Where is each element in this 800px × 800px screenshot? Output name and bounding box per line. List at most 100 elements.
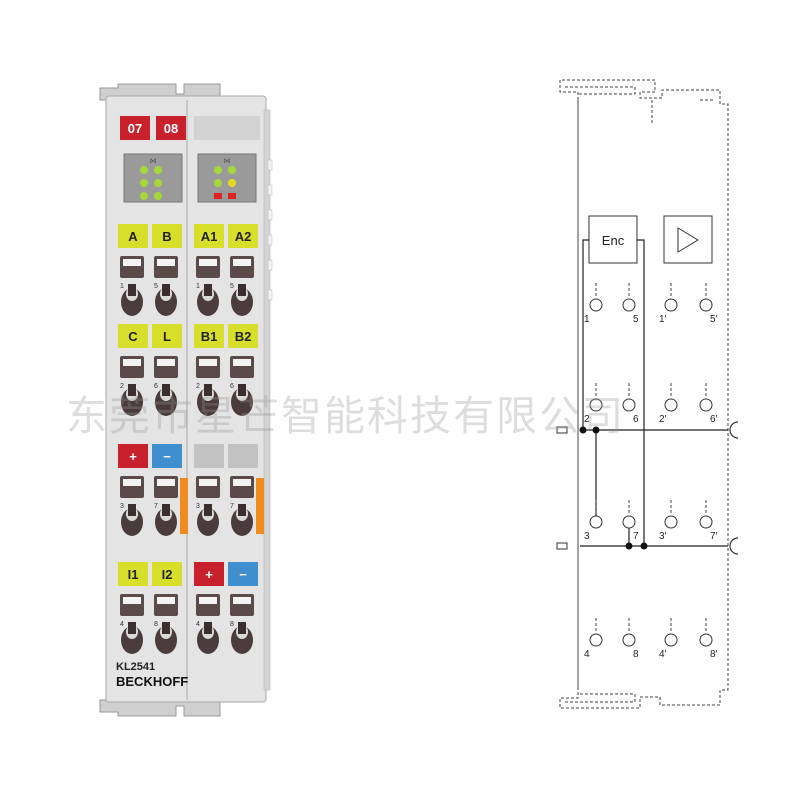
contact-pin [162,504,170,516]
rail-contact [267,159,273,171]
bus-contact [729,421,739,439]
pin-label: 4 [584,649,590,660]
release-slot-highlight [157,479,175,486]
terminal-label-box [194,224,224,248]
top-clip-outline [565,86,636,95]
pin-label: 3′ [659,531,667,542]
terminal-label: + [129,449,137,464]
pin-label: 1′ [659,314,667,325]
junction-dot [579,426,587,434]
terminal-label: A [128,229,138,244]
contact-pin [238,384,246,396]
status-led [154,179,162,187]
pin-number: 2 [120,383,124,390]
terminal-label-box [194,324,224,348]
led-window [197,153,257,203]
side-rail [263,109,271,691]
led-window [123,153,183,203]
pin-label: 7′ [710,531,718,542]
contact-pin [162,622,170,634]
wire-enc-right [637,239,645,546]
terminal-label: B [162,229,171,244]
terminal-label-box [228,444,258,468]
contact-pin [128,622,136,634]
contact-pin [128,504,136,516]
terminal-circle [622,515,636,529]
status-led [214,166,222,174]
pin-label: 1 [584,314,590,325]
terminal-label: I2 [162,567,173,582]
release-slot-highlight [157,359,175,366]
release-slot-highlight [199,597,217,604]
pin-number: 7 [154,503,158,510]
terminal-circle [589,633,603,647]
terminal-circle [664,398,678,412]
bus-contact [729,537,739,555]
status-led [214,193,222,199]
junction-dot [640,542,648,550]
pin-label: 3 [584,531,590,542]
terminal-circle [664,515,678,529]
channel-label-box [120,116,150,140]
channel-label: 07 [128,121,142,136]
pin-number: 4 [120,621,124,628]
terminal-circle [699,298,713,312]
contact-pin [128,284,136,296]
channel-label-box [156,116,186,140]
terminal-circle [664,298,678,312]
terminal-circle [699,398,713,412]
status-led [228,179,236,187]
pin-label: 7 [633,531,639,542]
status-led [140,192,148,200]
terminal-circle [589,298,603,312]
pin-number: 6 [230,383,234,390]
terminal-circle [699,515,713,529]
pin-number: 3 [120,503,124,510]
release-slot-highlight [233,359,251,366]
rail-contact [267,234,273,246]
triangle-icon [677,227,699,253]
status-led [228,166,236,174]
terminal-label-box [118,444,148,468]
pin-number: 3 [196,503,200,510]
status-led [228,193,236,199]
contact-pin [204,504,212,516]
terminal-label-box [228,324,258,348]
pin-label: 6 [633,414,639,425]
terminal-label: B1 [201,329,218,344]
release-slot-highlight [157,597,175,604]
pin-number: 5 [154,283,158,290]
encoder-label: Enc [602,233,625,248]
terminal-circle [589,515,603,529]
terminal-label: A1 [201,229,218,244]
pin-number: 4 [196,621,200,628]
release-slot-highlight [233,597,251,604]
power-contact [180,478,188,534]
status-led [140,179,148,187]
terminal-circle [622,398,636,412]
terminal-label-box [152,224,182,248]
contact-pin [162,384,170,396]
release-slot-highlight [123,259,141,266]
status-led [154,166,162,174]
channel-label: 08 [164,121,178,136]
driver-block [663,215,713,264]
pin-number: 1 [120,283,124,290]
power-contact [256,478,264,534]
terminal-circle [664,633,678,647]
release-slot-highlight [199,359,217,366]
terminal-label-box [118,324,148,348]
pin-label: 2′ [659,414,667,425]
bottom-clip [99,699,221,717]
pin-label: 4′ [659,649,667,660]
bus-stub [556,426,568,434]
contact-pin [204,622,212,634]
brand-logo: BECKHOFF [116,674,188,689]
status-led [214,179,222,187]
terminal-label: − [239,567,247,582]
pin-label: 8′ [710,649,718,660]
terminal-label-box [152,562,182,586]
terminal-label-box [152,444,182,468]
